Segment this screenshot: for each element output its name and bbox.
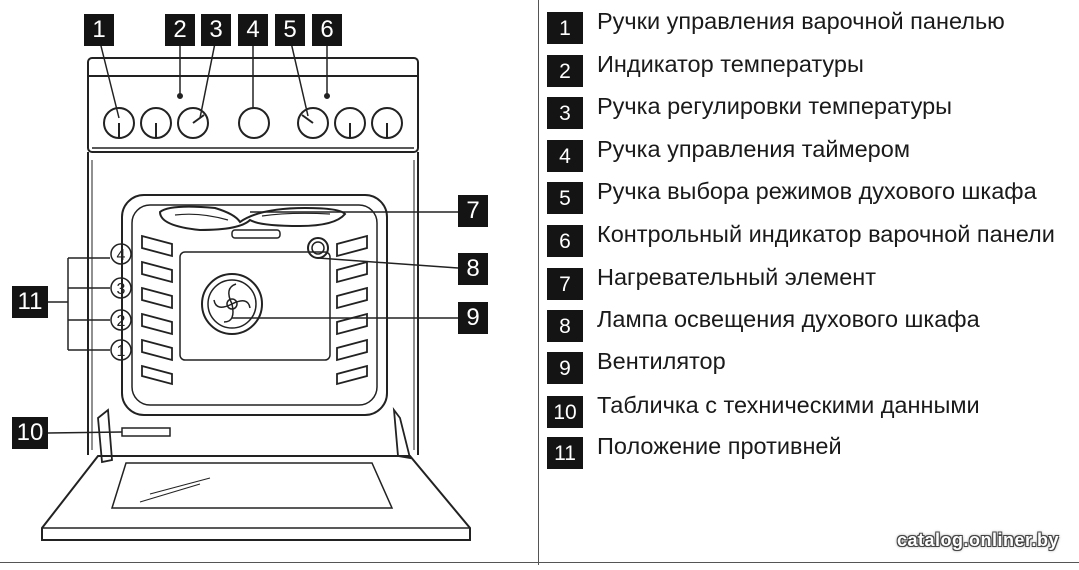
legend-item-11: 11 Положение противней — [547, 433, 1072, 469]
callout-1: 1 — [84, 14, 114, 46]
callout-3: 3 — [201, 14, 231, 46]
back-wall — [179, 251, 331, 361]
legend-text: Индикатор температуры — [597, 51, 864, 77]
divider-vertical — [538, 0, 539, 565]
legend-number: 8 — [547, 310, 583, 342]
rating-plate — [121, 427, 171, 437]
legend-text: Лампа освещения духового шкафа — [597, 306, 980, 332]
leader-lines — [47, 37, 459, 434]
divider-horizontal — [0, 562, 1079, 563]
oven-lamp — [307, 237, 329, 259]
oven-drawing: 4 3 2 1 — [41, 37, 471, 541]
control-knobs — [103, 107, 403, 139]
legend-item-9: 9 Вентилятор — [547, 348, 1072, 384]
legend-number: 3 — [547, 97, 583, 129]
legend-text: Положение противней — [597, 433, 842, 459]
callout-4: 4 — [238, 14, 268, 46]
legend-item-6: 6 Контрольный индикатор варочной панели — [547, 221, 1072, 257]
legend-item-8: 8 Лампа освещения духового шкафа — [547, 306, 1072, 342]
legend-text: Контрольный индикатор варочной панели — [597, 221, 1055, 247]
legend-item-2: 2 Индикатор температуры — [547, 51, 1072, 87]
callout-7: 7 — [458, 195, 488, 227]
callout-11: 11 — [12, 286, 48, 318]
legend-number: 5 — [547, 182, 583, 214]
legend-number: 11 — [547, 437, 583, 469]
legend-item-3: 3 Ручка регулировки температуры — [547, 93, 1072, 129]
watermark: catalog.onliner.by — [896, 530, 1059, 550]
shelf-runners-left — [141, 234, 173, 386]
legend-number: 9 — [547, 352, 583, 384]
legend-item-7: 7 Нагревательный элемент — [547, 264, 1072, 300]
legend-item-5: 5 Ручка выбора режимов духового шкафа — [547, 178, 1072, 214]
door-glass — [110, 462, 394, 509]
shelf-position-circles — [110, 243, 132, 361]
legend-text: Табличка с техническими данными — [597, 392, 980, 418]
shelf-position-4: 4 — [117, 247, 126, 264]
callout-8: 8 — [458, 253, 488, 285]
legend-text: Ручка регулировки температуры — [597, 93, 953, 119]
oven-body — [87, 152, 419, 455]
legend-text: Ручка управления таймером — [597, 136, 910, 162]
callout-2: 2 — [165, 14, 195, 46]
legend-number: 7 — [547, 268, 583, 300]
legend-number: 10 — [547, 396, 583, 428]
heating-element — [158, 205, 347, 232]
oven-cavity — [121, 194, 388, 416]
legend-text: Ручка выбора режимов духового шкафа — [597, 178, 1037, 204]
shelf-runners-right — [336, 234, 368, 386]
oven-diagram: 4 3 2 1 1 2 3 4 5 6 7 8 9 10 11 — [0, 0, 540, 565]
callout-9: 9 — [458, 302, 488, 334]
shelf-position-1: 1 — [117, 343, 126, 360]
legend-item-10: 10 Табличка с техническими данными — [547, 392, 1072, 428]
legend-number: 6 — [547, 225, 583, 257]
legend-number: 1 — [547, 12, 583, 44]
callout-6: 6 — [312, 14, 342, 46]
legend-text: Ручки управления варочной панелью — [597, 8, 1005, 34]
legend-item-1: 1 Ручки управления варочной панелью — [547, 8, 1072, 44]
shelf-position-3: 3 — [117, 281, 126, 298]
shelf-position-2: 2 — [117, 313, 126, 330]
callout-5: 5 — [275, 14, 305, 46]
legend-text: Нагревательный элемент — [597, 264, 877, 290]
legend-number: 2 — [547, 55, 583, 87]
legend-item-4: 4 Ручка управления таймером — [547, 136, 1072, 172]
callout-10: 10 — [12, 417, 48, 449]
fan — [201, 273, 263, 335]
legend-text: Вентилятор — [597, 348, 726, 374]
legend-number: 4 — [547, 140, 583, 172]
